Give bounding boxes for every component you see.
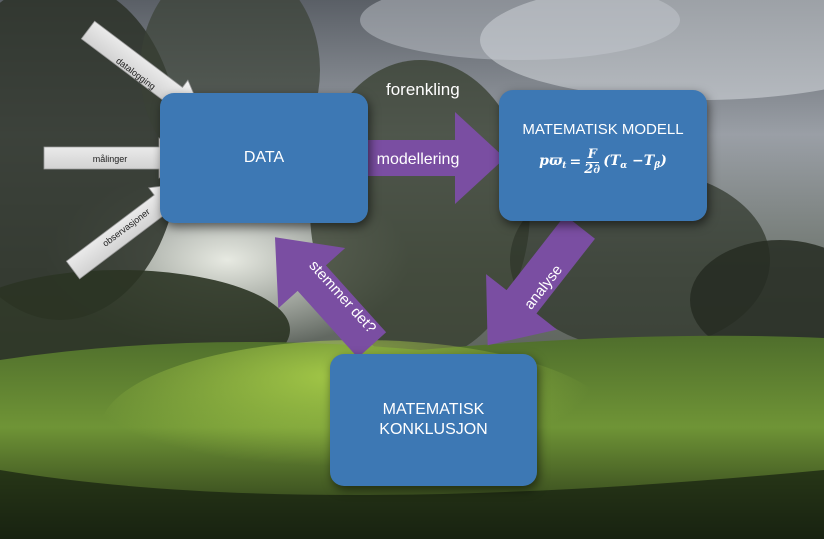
formula-alpha-sub: α — [620, 161, 628, 171]
formula-lhs-sub: t — [562, 161, 567, 171]
node-conclusion-line1: MATEMATISK — [382, 401, 485, 418]
formula-fraction: F 2∂ — [584, 146, 601, 177]
model-formula: pϖt = F 2∂ (Tα −Tβ) — [539, 146, 667, 177]
formula-paren-open: (T — [603, 153, 621, 169]
formula-beta-sub: β — [654, 161, 661, 171]
arrow-modellering: modellering — [342, 112, 505, 204]
node-data-label: DATA — [243, 149, 285, 166]
node-data: DATA — [160, 93, 368, 223]
formula-minus: −T — [627, 153, 655, 169]
formula-denominator: 2∂ — [584, 161, 601, 177]
node-model-label: MATEMATISK MODELL — [522, 120, 684, 138]
label-modellering: modellering — [377, 151, 460, 168]
formula-equals: = — [569, 154, 582, 170]
node-conclusion: MATEMATISK KONKLUSJON — [330, 354, 537, 486]
label-forenkling: forenkling — [386, 80, 460, 99]
node-conclusion-line2: KONKLUSJON — [379, 421, 488, 438]
node-model: MATEMATISK MODELL pϖt = F 2∂ (Tα −Tβ) — [499, 90, 707, 221]
input-label-malinger: målinger — [93, 154, 128, 164]
formula-numerator: F — [585, 146, 599, 163]
formula-lhs: pϖ — [539, 153, 563, 169]
formula-paren-close: ) — [660, 153, 667, 169]
